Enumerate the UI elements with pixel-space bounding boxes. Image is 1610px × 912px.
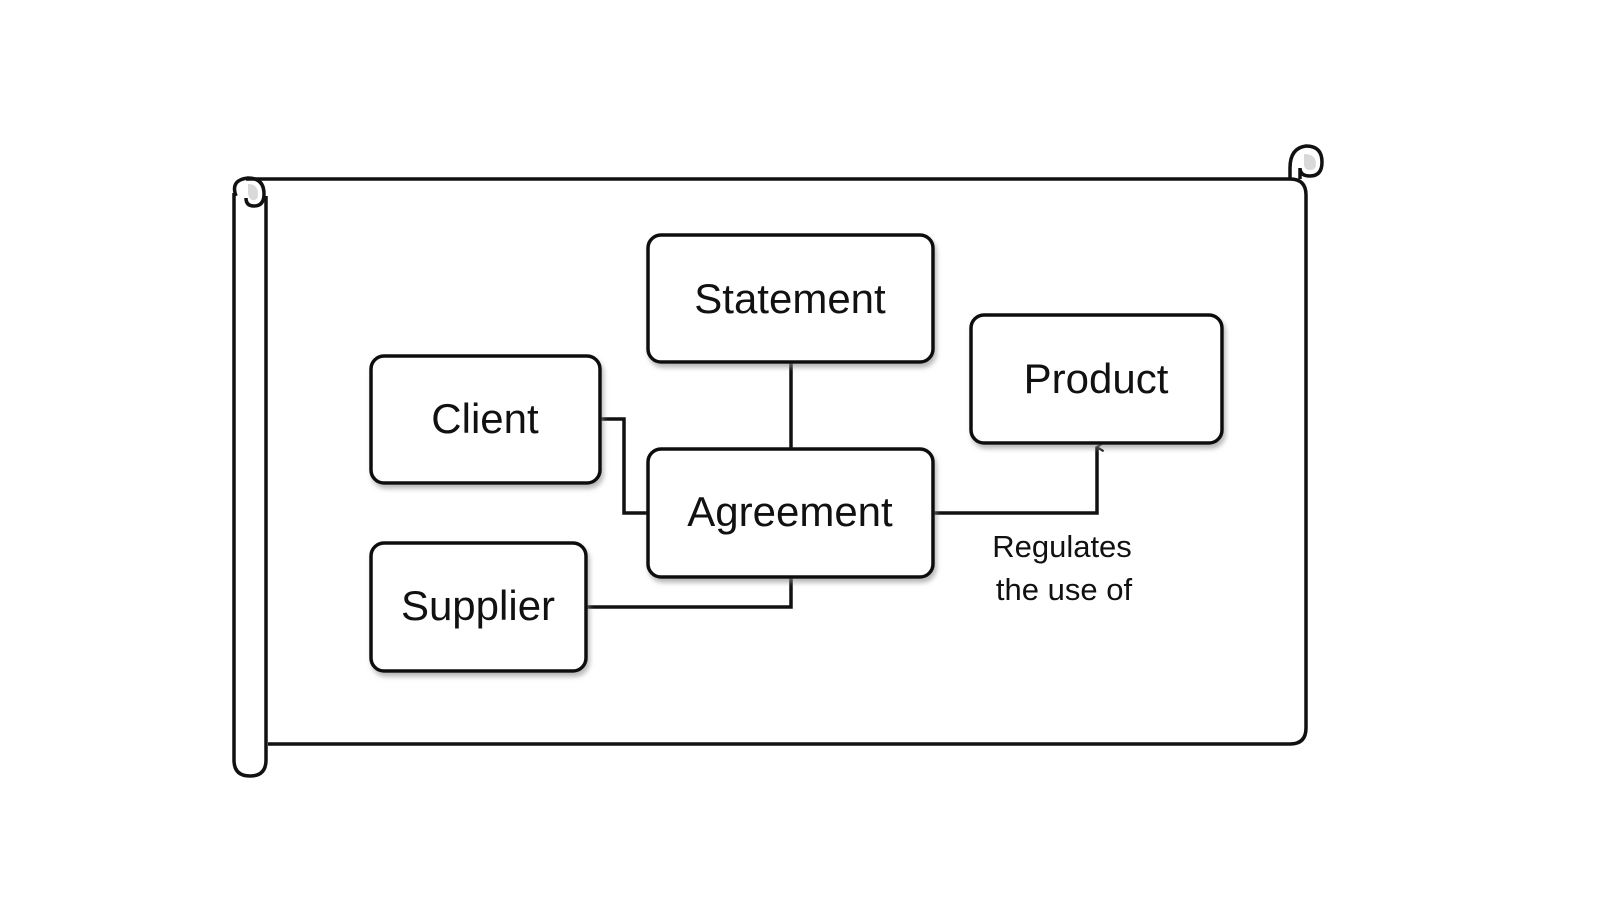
edge-label-line1: Regulates (992, 529, 1132, 564)
edge-client-agreement (600, 417, 648, 515)
node-supplier: Supplier (369, 541, 588, 673)
node-statement-label: Statement (694, 275, 886, 322)
scroll-right-curl (1288, 144, 1324, 179)
node-supplier-label: Supplier (401, 582, 555, 629)
edge-supplier-agreement (586, 577, 793, 609)
node-client-label: Client (431, 395, 539, 442)
scroll-left-roller (232, 193, 268, 778)
node-product-box (969, 313, 1224, 445)
node-statement: Statement (646, 233, 935, 364)
node-client: Client (369, 354, 602, 485)
node-agreement: Agreement (646, 447, 935, 579)
edge-label-line2: the use of (996, 572, 1133, 607)
scroll-left-curl (232, 176, 266, 208)
node-agreement-box (646, 447, 935, 579)
node-product-label: Product (1024, 355, 1169, 402)
edge-agreement-product-arrow (933, 447, 1097, 515)
scroll-sheet-outline (246, 177, 1308, 746)
scroll-right-curl-shade (1304, 154, 1316, 170)
node-product: Product (969, 313, 1224, 445)
node-client-box (369, 354, 602, 485)
scroll-left-curl-shade (248, 184, 258, 201)
node-agreement-label: Agreement (687, 488, 893, 535)
scroll-frame (232, 144, 1324, 778)
edges (586, 362, 1097, 609)
node-supplier-box (369, 541, 588, 673)
node-statement-box (646, 233, 935, 364)
